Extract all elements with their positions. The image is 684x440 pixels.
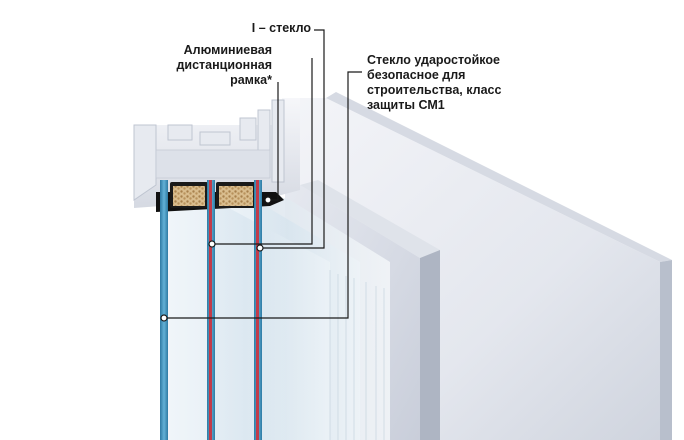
glass-edge-inner-red	[256, 180, 259, 440]
leader-impact-glass	[164, 71, 362, 319]
leader-dots	[160, 196, 272, 322]
leader-lines	[164, 29, 362, 319]
label-i-glass: I – стекло	[251, 21, 311, 35]
glass-edge-middle-red	[209, 180, 212, 440]
label-aluminium-spacer-frame: Алюминиевая дистанционная рамка*	[176, 43, 272, 87]
glass-edge-outer-blue	[160, 180, 168, 440]
leader-i-glass	[260, 29, 325, 249]
laminate-texture	[329, 270, 385, 440]
label-impact-resistant-glass: Стекло ударостойкое безопасное для строи…	[367, 53, 502, 112]
inner-frame-step	[300, 180, 440, 258]
leader-spacer-2	[212, 58, 313, 245]
top-profile-shade	[155, 149, 271, 179]
inner-frame-step-side	[420, 250, 440, 440]
desiccant-right	[219, 186, 253, 206]
glass-pane-front	[162, 190, 330, 440]
desiccant-left	[173, 186, 205, 206]
outer-frame-edge	[326, 92, 672, 262]
outer-frame-side	[660, 260, 672, 440]
